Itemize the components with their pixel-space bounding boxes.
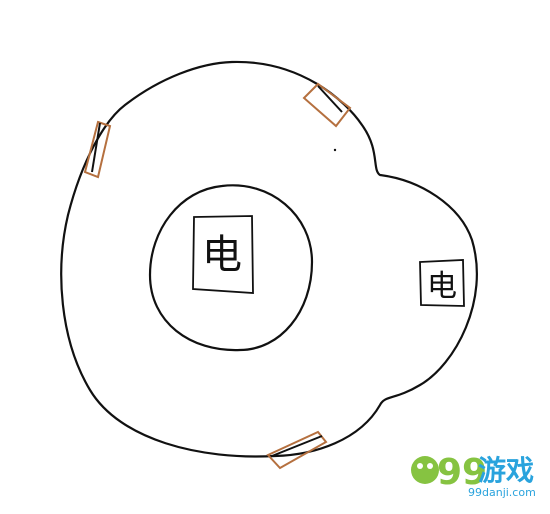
outer-boundary [60,60,478,458]
inner-label: 电 [202,232,242,278]
side-label: 电 [427,269,457,304]
marker-top-right [302,82,352,128]
marker-left [83,120,112,179]
watermark-number: 99 [437,452,487,493]
site-watermark: 99 游戏 99danji.com [411,452,536,499]
watermark-name: 游戏 [478,454,534,487]
side-label-box: 电 [419,259,465,307]
inner-boundary [148,184,314,352]
inner-label-box: 电 [192,215,254,294]
stray-dot [333,148,337,152]
watermark-url: 99danji.com [468,486,536,499]
gamepad-icon [411,456,439,484]
marker-bottom [266,430,328,470]
